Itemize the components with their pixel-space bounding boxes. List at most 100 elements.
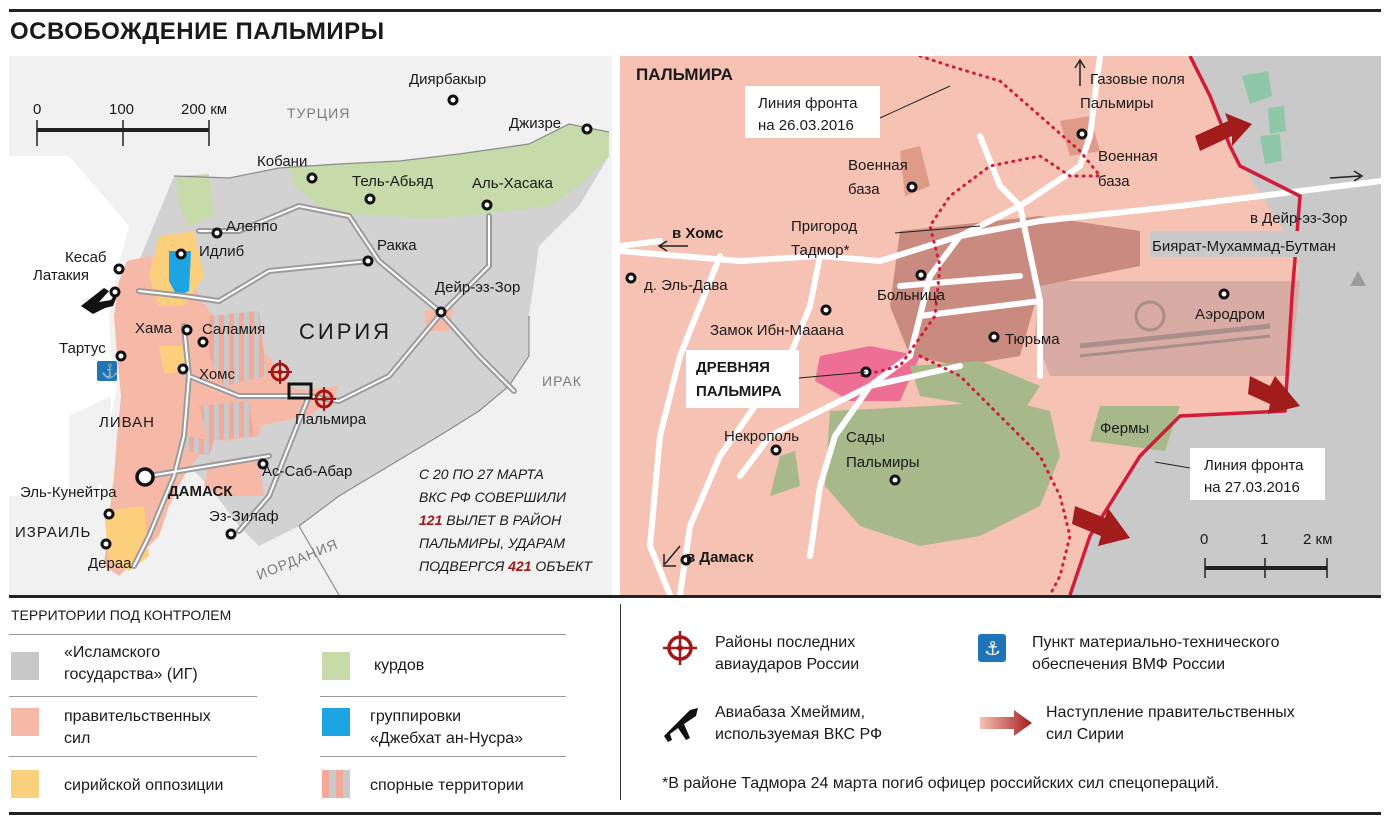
suburb-leader [894,225,981,234]
disputed-homs [184,436,214,456]
svg-text:121 ВЫЛЕТ В РАЙОН: 121 ВЫЛЕТ В РАЙОН [419,511,562,528]
label-necropolis: Некрополь [724,428,799,445]
legend-disputed: спорные территории [370,777,524,794]
country-lebanon: ЛИВАН [99,414,155,431]
legend-airbase: Авиабаза Хмеймим,используемая ВКС РФ [715,704,883,743]
svg-text:⚓: ⚓ [984,638,1001,660]
airbase-plane-icon [81,288,117,314]
label-airport: Аэродром [1195,306,1265,323]
syria-map-svg: 0 100 200 км ТУРЦИЯ СИРИЯ ИРАК ЛИВАН ИЗР… [9,71,610,595]
svg-text:С 20 ПО 27 МАРТА: С 20 ПО 27 МАРТА [419,466,544,482]
iraq-border [298,316,530,527]
runway-2 [1079,334,1271,358]
necropolis-zone [770,451,800,496]
arrow-to-damascus [663,545,681,567]
disputed-homs-east [199,401,254,441]
military-base-west [900,146,930,196]
svg-text:на 27.03.2016: на 27.03.2016 [1204,479,1300,496]
city-kobani: Кобани [257,153,307,170]
gardens-north [910,361,1040,416]
syria-scale-bar: 0 100 200 км [33,101,227,146]
label-mil-base-n-1: Военная [1098,148,1158,165]
legend-separator [9,756,257,757]
country-turkey: ТУРЦИЯ [287,105,350,121]
label-hospital: Больница [877,287,946,304]
city-salamia: Саламия [202,321,265,338]
svg-text:на 26.03.2016: на 26.03.2016 [758,117,854,134]
advance-arrows [1072,113,1300,546]
svg-text:2 км: 2 км [1303,531,1332,548]
city-idlib: Идлиб [199,243,244,260]
page-title: ОСВОБОЖДЕНИЕ ПАЛЬМИРЫ [10,18,385,45]
front-27-label: Линия фронта на 27.03.2016 [1154,448,1325,500]
label-el-dawa: д. Эль-Дава [644,277,728,294]
svg-text:ВКС РФ СОВЕРШИЛИ: ВКС РФ СОВЕРШИЛИ [419,489,567,505]
strike-target-legend-icon [663,631,697,665]
label-gas-fields-2: Пальмиры [1080,95,1154,112]
svg-text:0: 0 [1200,531,1208,548]
palmyra-map: ПАЛЬМИРА Линия фронта на 26.03.2016 Лини… [620,56,1381,595]
svg-text:Линия фронта: Линия фронта [758,95,858,112]
label-suburb-2: Тадмор* [791,242,850,259]
footnote: *В районе Тадмора 24 марта погиб офицер … [662,775,1219,792]
advance-arrow [1072,506,1130,546]
legend-separator [9,634,566,635]
city-kesab: Кесаб [65,249,107,266]
israel [9,496,97,595]
palmyra-dots [625,128,1230,566]
syria-map: 0 100 200 км ТУРЦИЯ СИРИЯ ИРАК ЛИВАН ИЗР… [9,56,612,595]
front-line-26-03 [858,56,1104,595]
label-prison: Тюрьма [1005,331,1060,348]
disputed-salamia [209,311,267,386]
lebanon [69,396,111,496]
arrow-to-deir [1329,170,1364,182]
palmyra-ruins-icon [287,382,313,400]
city-quneitra: Эль-Кунейтра [20,484,117,501]
biyarat-mound-icon [1350,271,1366,286]
legend-swatch-opposition [11,770,39,798]
scale-0: 0 [33,101,41,118]
city-aleppo: Алеппо [226,218,278,235]
panel-divider [612,56,620,595]
advance-arrow [1248,376,1300,414]
legend-heading: ТЕРРИТОРИИ ПОД КОНТРОЛЕМ [11,607,232,623]
label-to-homs: в Хомс [672,225,723,242]
front-26-label: Линия фронта на 26.03.2016 [745,85,951,138]
label-suburb-1: Пригород [791,218,857,235]
legend-opposition: сирийской оппозиции [64,777,224,794]
country-syria: СИРИЯ [299,319,392,344]
svg-text:Линия фронта: Линия фронта [1204,457,1304,474]
city-dots [100,94,593,550]
legend-separator [320,756,566,757]
svg-text:ПАЛЬМИРЫ, УДАРАМ: ПАЛЬМИРЫ, УДАРАМ [419,535,565,551]
gas-fields-green [1242,71,1286,164]
naval-anchor-glyph: ⚓ [101,363,118,380]
svg-text:1: 1 [1260,531,1268,548]
arrow-to-homs [657,240,688,252]
legend-separator [9,696,257,697]
top-rule [9,9,1381,12]
biyarat-label-bg [1150,231,1376,257]
city-al-hasaka: Аль-Хасака [472,175,554,192]
city-jizre: Джизре [509,115,561,132]
advance-legend-icon [980,710,1032,736]
bottom-rule [9,812,1381,815]
legend-swatch-nusra [322,708,350,736]
city-tel-abyad: Тель-Абьяд [352,173,433,190]
strike-target-icon [268,360,292,384]
svg-text:ДРЕВНЯЯ: ДРЕВНЯЯ [696,359,770,376]
palmyra-gardens [825,401,1060,546]
label-mil-base-w-1: Военная [848,157,908,174]
strike-target-icon [312,387,336,411]
nusra-territory [169,251,191,296]
damascus-dot [135,467,155,487]
svg-text:ПАЛЬМИРА: ПАЛЬМИРА [696,383,782,400]
airbase-legend-icon [662,708,698,742]
country-israel: ИЗРАИЛЬ [15,524,91,541]
scale-100: 100 [109,101,134,118]
